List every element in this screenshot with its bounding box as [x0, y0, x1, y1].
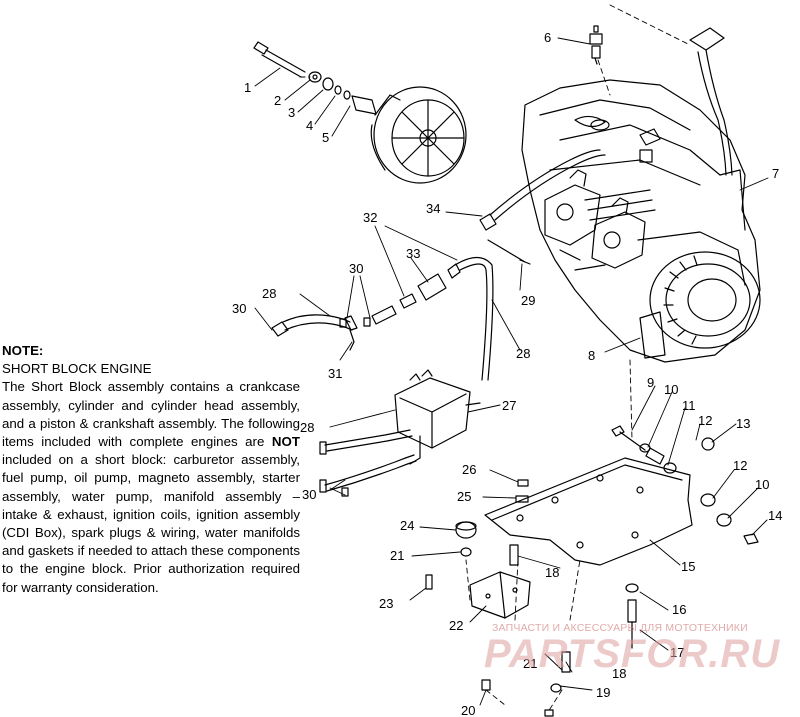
mount-bracket [469, 571, 531, 619]
engine-mount-plate [484, 457, 693, 566]
note-body-emphasis: NOT [271, 434, 300, 450]
fuel-hose [454, 256, 494, 381]
callout-32: 32 [363, 210, 377, 225]
carburetor-assembly [544, 169, 646, 271]
callout-28c: 28 [300, 420, 314, 435]
callout-21b: 21 [523, 656, 537, 671]
spark-plug [589, 25, 603, 65]
callout-15: 15 [681, 559, 695, 574]
fuel-filter [371, 263, 461, 325]
callout-28b: 28 [516, 346, 530, 361]
callout-7: 7 [772, 166, 779, 181]
note-heading: NOTE: [2, 343, 44, 358]
callout-4: 4 [306, 118, 313, 133]
callout-31: 31 [328, 366, 342, 381]
callout-30: 30 [232, 301, 246, 316]
callout-14: 14 [768, 508, 782, 523]
leader-lines [254, 37, 769, 706]
note-body-part-2: included on a short block: carburetor as… [2, 452, 300, 595]
callout-24: 24 [400, 518, 414, 533]
callout-18b: 18 [612, 666, 626, 681]
callout-33: 33 [406, 246, 420, 261]
callout-5: 5 [322, 130, 329, 145]
fuel-hose-clamps [339, 317, 371, 328]
callout-6: 6 [544, 30, 551, 45]
wire-harness [479, 149, 606, 265]
pulse-lines [319, 429, 417, 497]
callout-17: 17 [670, 645, 684, 660]
short-block-note: NOTE: SHORT BLOCK ENGINE The Short Block… [2, 342, 300, 597]
callout-27: 27 [502, 398, 516, 413]
callout-21: 21 [390, 548, 404, 563]
callout-12b: 12 [733, 458, 747, 473]
callout-10: 10 [664, 382, 678, 397]
callout-30c: 30 [302, 487, 316, 502]
callout-23: 23 [379, 596, 393, 611]
callout-30b: 30 [349, 261, 363, 276]
callout-numbers: 1 2 3 4 5 6 7 8 9 10 10 11 12 12 13 14 1… [232, 30, 782, 717]
callout-16: 16 [672, 602, 686, 617]
callout-34: 34 [426, 201, 440, 216]
recoil-cover [649, 251, 761, 349]
engine-block [521, 79, 761, 363]
note-body-part-1: The Short Block assembly contains a cran… [2, 379, 300, 450]
callout-9: 9 [647, 375, 654, 390]
callout-3: 3 [288, 105, 295, 120]
callout-25: 25 [457, 489, 471, 504]
callout-11: 11 [682, 398, 696, 413]
callout-13: 13 [736, 416, 750, 431]
callout-29: 29 [521, 293, 535, 308]
callout-10b: 10 [755, 477, 769, 492]
spark-plug-wire [689, 27, 733, 176]
callout-8: 8 [588, 348, 595, 363]
callout-26: 26 [462, 462, 476, 477]
note-title: SHORT BLOCK ENGINE [2, 361, 152, 377]
drive-clutch [370, 86, 467, 184]
callout-2: 2 [274, 93, 281, 108]
starter-cover [639, 311, 666, 359]
callout-19: 19 [596, 685, 610, 700]
clutch-bolt-stack [253, 41, 377, 115]
fuel-pump [394, 369, 481, 465]
alignment-lines [299, 4, 691, 713]
callout-20: 20 [461, 703, 475, 717]
callout-12: 12 [698, 413, 712, 428]
callout-28: 28 [262, 286, 276, 301]
callout-1: 1 [244, 80, 251, 95]
hardware-parts [425, 425, 759, 717]
callout-18: 18 [545, 565, 559, 580]
callout-22: 22 [449, 618, 463, 633]
note-body: The Short Block assembly contains a cran… [2, 378, 300, 596]
